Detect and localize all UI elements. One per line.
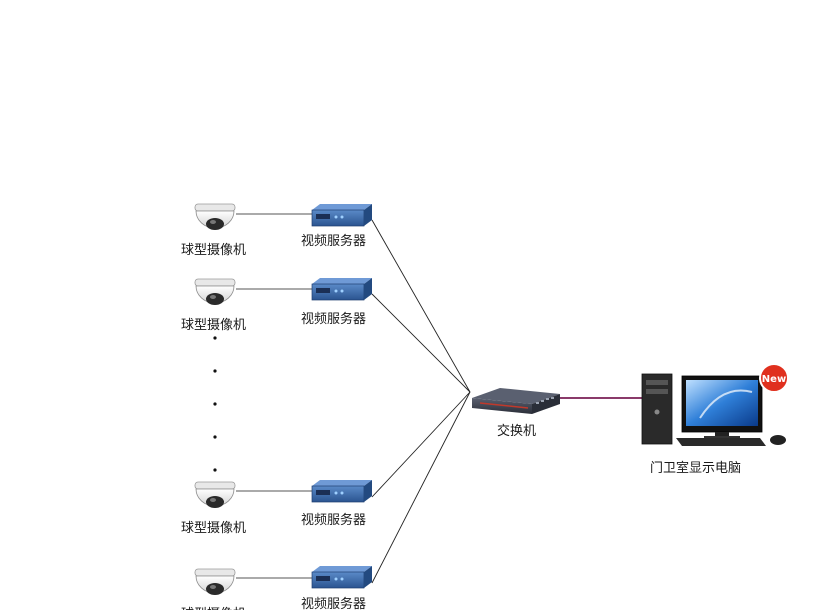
server-switch-link-2 bbox=[371, 293, 471, 393]
server-switch-link-4 bbox=[371, 391, 471, 584]
dome-camera-icon bbox=[194, 481, 236, 509]
video-server-3: 视频服务器 bbox=[301, 479, 373, 528]
video-server-icon bbox=[311, 479, 373, 503]
camera-4: 球型摄像机 bbox=[181, 568, 246, 610]
switch-label: 交换机 bbox=[497, 423, 536, 439]
video-server-icon bbox=[311, 203, 373, 227]
switch-icon bbox=[472, 388, 560, 414]
network-switch: 交换机 bbox=[472, 388, 560, 439]
camera-label: 球型摄像机 bbox=[181, 521, 246, 536]
server-switch-link-1 bbox=[371, 219, 471, 393]
server-label: 视频服务器 bbox=[301, 596, 366, 610]
new-badge-label: New bbox=[762, 374, 786, 385]
video-server-icon bbox=[311, 277, 373, 301]
camera-label: 球型摄像机 bbox=[181, 607, 246, 610]
camera-label: 球型摄像机 bbox=[181, 243, 246, 258]
ellipsis-dot bbox=[213, 468, 217, 472]
ellipsis-dot bbox=[213, 369, 217, 373]
video-server-icon bbox=[311, 565, 373, 589]
dome-camera-icon bbox=[194, 278, 236, 306]
ellipsis-dots bbox=[213, 336, 217, 472]
guard-room-pc: New 门卫室显示电脑 bbox=[641, 363, 789, 476]
server-switch-link-3 bbox=[371, 391, 471, 498]
server-switch-links bbox=[371, 219, 471, 584]
video-server-2: 视频服务器 bbox=[301, 277, 373, 327]
video-server-1: 视频服务器 bbox=[301, 203, 373, 249]
desktop-computer-icon bbox=[641, 373, 786, 446]
dome-camera-icon bbox=[194, 203, 236, 231]
server-label: 视频服务器 bbox=[301, 311, 366, 327]
camera-3: 球型摄像机 bbox=[181, 481, 246, 536]
ellipsis-dot bbox=[213, 402, 217, 406]
dome-camera-icon bbox=[194, 568, 236, 596]
camera-2: 球型摄像机 bbox=[181, 278, 246, 333]
server-label: 视频服务器 bbox=[301, 233, 366, 249]
ellipsis-dot bbox=[213, 435, 217, 439]
new-badge-icon bbox=[759, 363, 789, 393]
ellipsis-dot bbox=[213, 336, 217, 340]
camera-server-links bbox=[236, 213, 314, 579]
pc-label: 门卫室显示电脑 bbox=[650, 460, 741, 476]
camera-1: 球型摄像机 bbox=[181, 203, 246, 258]
video-server-4: 视频服务器 bbox=[301, 565, 373, 610]
camera-label: 球型摄像机 bbox=[181, 318, 246, 333]
new-badge: New bbox=[759, 363, 789, 393]
server-label: 视频服务器 bbox=[301, 512, 366, 528]
